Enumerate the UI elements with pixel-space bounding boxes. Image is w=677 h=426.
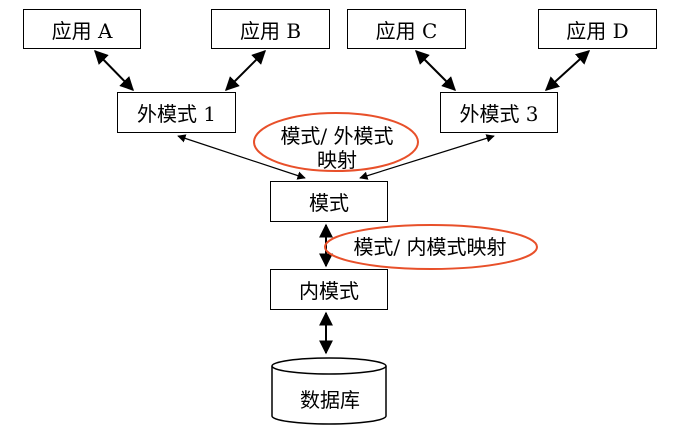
schema-box: 模式 [270,181,388,222]
arrow-app-a-ext1 [94,49,134,92]
schema-external-mapping-line2: 映射 [317,148,357,172]
database-cylinder [271,357,387,425]
app-c-box: 应用 C [347,9,466,49]
app-b-label: 应用 B [239,18,302,43]
schema-external-mapping-line1: 模式/ 外模式 [280,124,394,148]
arrow-app-b-ext1 [225,50,266,91]
app-d-label: 应用 D [566,18,629,43]
app-a-box: 应用 A [23,9,141,49]
highlight-ellipse-internal-mapping [324,224,538,270]
app-c-label: 应用 C [375,18,438,43]
schema-external-mapping-note: 模式/ 外模式 映射 [262,124,412,172]
external-schema-1-label: 外模式 1 [136,102,217,126]
arrow-app-d-ext3 [544,50,591,91]
internal-schema-box: 内模式 [270,269,388,310]
app-b-box: 应用 B [211,9,330,49]
external-schema-3-label: 外模式 3 [459,102,539,126]
app-a-label: 应用 A [51,18,113,43]
database-label: 数据库 [300,388,360,412]
app-d-box: 应用 D [538,9,657,49]
schema-internal-mapping-note: 模式/ 内模式映射 [353,235,507,259]
schema-label: 模式 [309,191,349,215]
internal-schema-label: 内模式 [299,279,359,303]
arrow-ext3-schema [359,134,495,180]
highlight-ellipse-external-mapping [253,112,419,172]
arrow-app-c-ext3 [415,50,456,91]
external-schema-3-box: 外模式 3 [440,92,558,133]
arrow-ext1-schema [177,134,306,180]
external-schema-1-box: 外模式 1 [117,92,236,133]
